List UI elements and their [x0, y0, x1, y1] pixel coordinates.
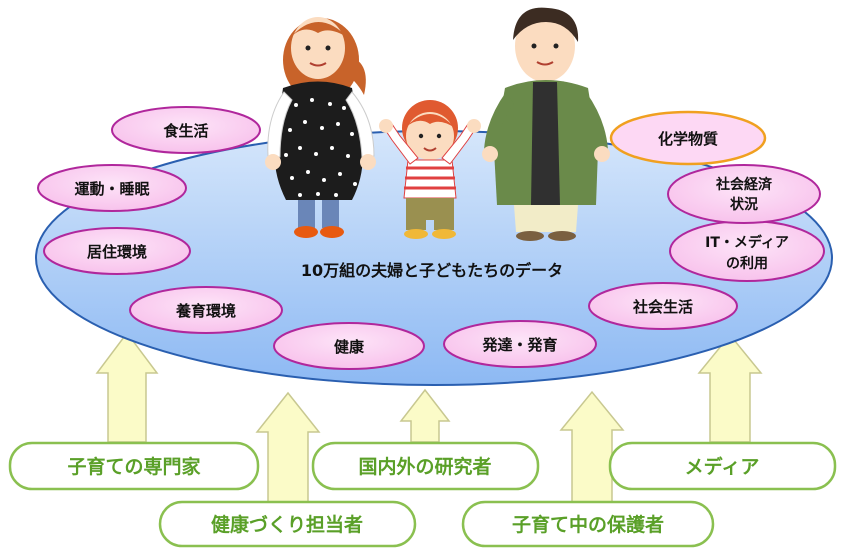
- topic-it-media-use: IT・メディア の利用: [669, 220, 825, 282]
- topic-development-growth: 発達・発育: [443, 320, 597, 368]
- topic-chemical-substances: 化学物質: [609, 110, 767, 166]
- topic-upbringing-environment: 養育環境: [129, 286, 283, 334]
- topic-label: 運動・睡眠: [74, 180, 149, 198]
- user-box-parents: 子育て中の保護者: [461, 500, 715, 548]
- topic-label: 居住環境: [87, 243, 147, 261]
- topic-pills: 食生活 運動・睡眠 居住環境 養育環境 健康 発達・発育 社会生活 IT・メデ: [37, 106, 825, 370]
- topic-label: 社会経済: [715, 176, 773, 193]
- topic-label: 養育環境: [175, 302, 236, 320]
- mother-figure: [265, 17, 376, 238]
- topic-living-environment: 居住環境: [43, 227, 191, 275]
- center-label: 10万組の夫婦と子どもたちのデータ: [301, 261, 563, 280]
- user-box-media: メディア: [608, 441, 837, 491]
- father-figure: [482, 7, 610, 241]
- topic-label: 社会生活: [632, 298, 693, 316]
- topic-social-life: 社会生活: [588, 282, 738, 330]
- user-label: 子育て中の保護者: [512, 513, 664, 536]
- user-label: 健康づくり担当者: [211, 513, 363, 536]
- topic-health: 健康: [273, 322, 425, 370]
- child-figure: [379, 100, 481, 239]
- topic-socioeconomic-status: 社会経済 状況: [667, 164, 821, 224]
- topic-label: 健康: [334, 338, 365, 356]
- user-box-health-promotion: 健康づくり担当者: [158, 500, 417, 548]
- topic-label: 状況: [730, 196, 758, 213]
- arrow-1: [95, 331, 159, 443]
- user-box-researchers: 国内外の研究者: [311, 441, 540, 491]
- topic-label: の利用: [726, 255, 768, 272]
- family-illustration: [265, 7, 610, 241]
- topic-food: 食生活: [111, 106, 261, 154]
- user-label: 国内外の研究者: [358, 455, 491, 478]
- user-box-childcare-experts: 子育ての専門家: [8, 441, 260, 491]
- user-label: 子育ての専門家: [67, 455, 201, 478]
- user-boxes: 子育ての専門家 国内外の研究者 メディア 健康づくり担当者 子育て中の保護者: [8, 441, 837, 548]
- user-label: メディア: [685, 455, 760, 478]
- topic-exercise-sleep: 運動・睡眠: [37, 164, 187, 212]
- topic-label: 化学物質: [658, 130, 718, 148]
- topic-label: IT・メディア: [705, 234, 789, 251]
- arrow-5: [697, 333, 763, 443]
- topic-label: 発達・発育: [481, 336, 557, 354]
- arrow-3: [399, 388, 451, 443]
- topic-label: 食生活: [163, 122, 208, 140]
